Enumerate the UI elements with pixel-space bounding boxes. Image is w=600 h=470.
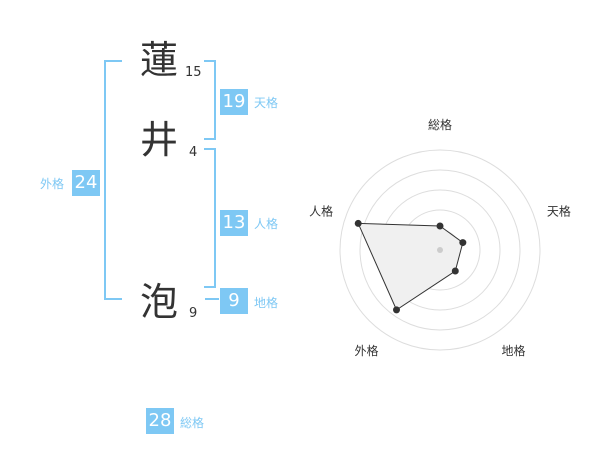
- tenkaku-bracket: [204, 60, 216, 140]
- radar-axis-label-5: 人格: [309, 203, 333, 218]
- soukaku-value: 28: [146, 408, 174, 434]
- gaikaku-value: 24: [72, 170, 100, 196]
- stroke-count-2: 4: [189, 145, 198, 160]
- stroke-count-1: 15: [185, 65, 202, 80]
- radar-point-3: [451, 267, 459, 275]
- radar-point-5: [354, 219, 362, 227]
- name-char-3: 泡: [140, 280, 179, 324]
- jinkaku-value: 13: [220, 210, 248, 236]
- radar-center-dot: [437, 247, 443, 253]
- radar-axis-label-3: 地格: [501, 343, 525, 358]
- radar-grid-ring: [359, 169, 521, 331]
- chikaku-connector: [205, 298, 219, 300]
- stroke-count-3: 9: [189, 306, 198, 321]
- radar-axis-label-4: 外格: [355, 343, 379, 358]
- radar-point-2: [459, 239, 467, 247]
- radar-point-1: [436, 222, 444, 230]
- soukaku-label: 総格: [180, 416, 205, 430]
- radar-point-4: [393, 306, 401, 314]
- gaikaku-bracket: [104, 60, 122, 300]
- radar-polygon: [357, 222, 464, 311]
- chikaku-value: 9: [220, 288, 248, 314]
- jinkaku-label: 人格: [254, 217, 279, 231]
- chikaku-label: 地格: [254, 296, 279, 310]
- radar-axis-label-2: 天格: [547, 203, 571, 218]
- radar-axis-label-1: 総格: [428, 117, 452, 132]
- radar-grid-ring: [339, 149, 541, 351]
- gaikaku-label: 外格: [40, 177, 65, 191]
- tenkaku-label: 天格: [254, 96, 279, 110]
- name-char-1: 蓮: [140, 38, 179, 82]
- name-char-2: 井: [140, 118, 179, 162]
- tenkaku-value: 19: [220, 89, 248, 115]
- jinkaku-bracket: [204, 148, 216, 288]
